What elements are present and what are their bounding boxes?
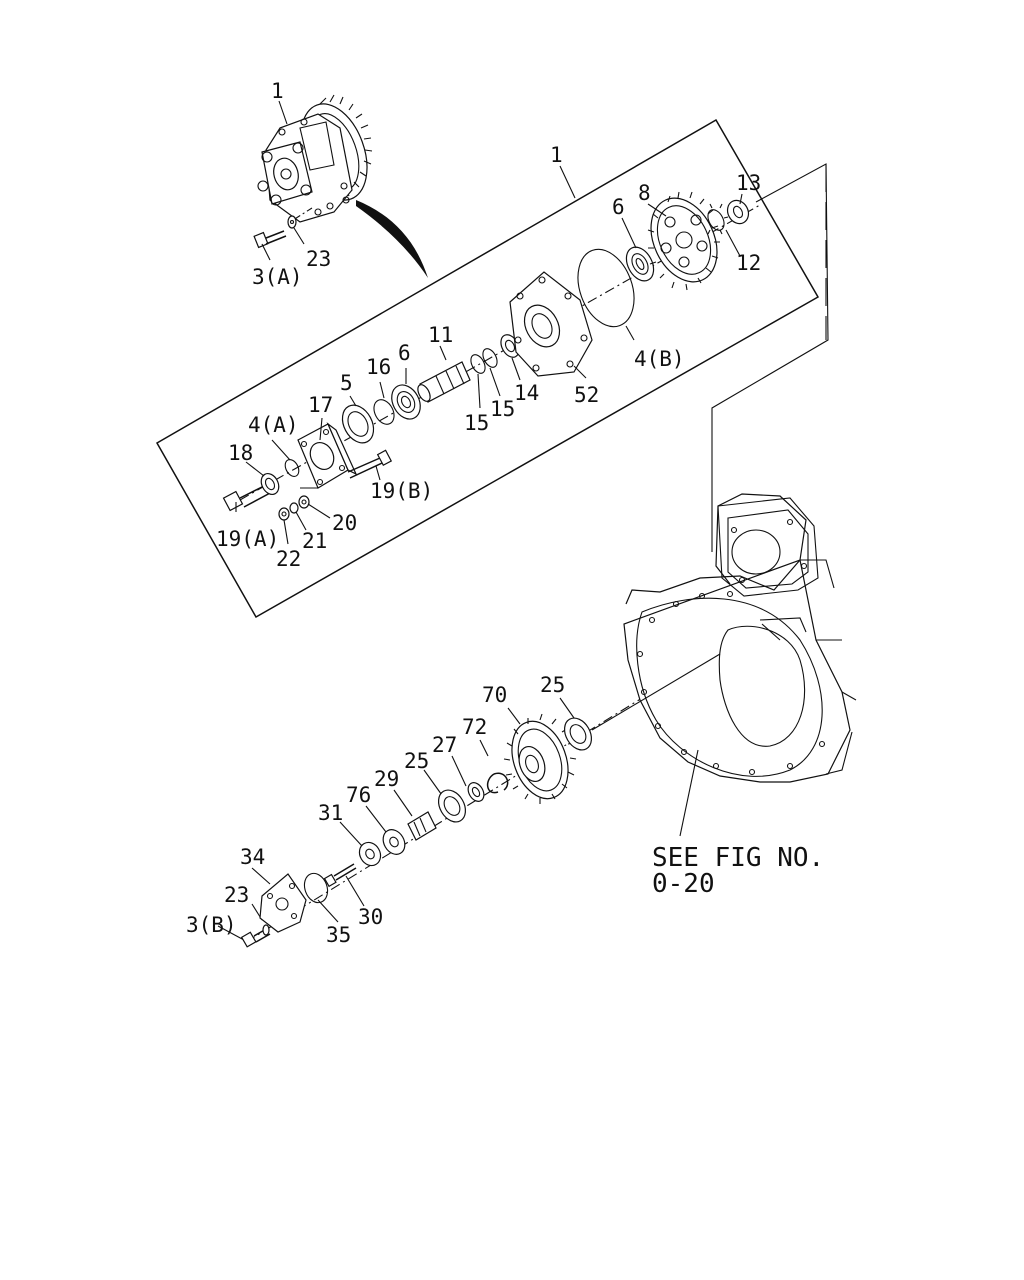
callout-20: 20 — [332, 511, 357, 535]
callout-76: 76 — [346, 783, 371, 807]
callout-14: 14 — [514, 381, 539, 405]
housing-plate-52 — [509, 271, 593, 377]
callout-3a: 3(A) — [252, 265, 303, 289]
bolt-19b — [347, 449, 393, 479]
seal-5 — [341, 404, 375, 444]
snap-ring-72 — [486, 772, 509, 794]
reference-note-line1: SEE FIG NO. — [652, 843, 824, 873]
callout-21: 21 — [302, 529, 327, 553]
spacer-27 — [467, 782, 485, 802]
washer-23-top — [287, 215, 297, 229]
callout-18: 18 — [228, 441, 253, 465]
o-ring-4b — [577, 248, 635, 328]
exploded-group-frame — [155, 118, 820, 619]
leader-lines — [217, 100, 743, 941]
callout-23-bottom: 23 — [224, 883, 249, 907]
callout-17: 17 — [308, 393, 333, 417]
nut-31 — [358, 841, 382, 867]
assembled-pump-unit — [257, 94, 373, 223]
callout-70: 70 — [482, 683, 507, 707]
callout-15b: 15 — [490, 397, 515, 421]
flywheel-housing — [623, 493, 857, 783]
snap-ring-15b — [482, 348, 498, 368]
callout-11: 11 — [428, 323, 453, 347]
callout-6-mid: 6 — [398, 341, 411, 365]
callout-23-top: 23 — [306, 247, 331, 271]
callout-4b: 4(B) — [634, 347, 685, 371]
callout-29: 29 — [374, 767, 399, 791]
washer-21 — [289, 502, 299, 514]
callout-25-mid: 25 — [404, 749, 429, 773]
bolt-3b — [240, 927, 271, 948]
callout-19b: 19(B) — [370, 479, 433, 503]
nut-22 — [278, 507, 290, 521]
callout-16: 16 — [366, 355, 391, 379]
bearing-6-mid — [391, 384, 421, 420]
callout-1-top: 1 — [271, 79, 284, 103]
callout-72: 72 — [462, 715, 487, 739]
callout-31: 31 — [318, 801, 343, 825]
bearing-25-mid — [437, 789, 467, 823]
callout-4a: 4(A) — [248, 413, 299, 437]
washer-76 — [382, 829, 406, 855]
bearing-25-top — [563, 717, 593, 751]
callout-27: 27 — [432, 733, 457, 757]
callout-13: 13 — [736, 171, 761, 195]
gear-8 — [647, 191, 720, 291]
reference-connector-lines — [711, 163, 829, 552]
shaft-29 — [407, 811, 437, 841]
bearing-6-top — [625, 246, 655, 282]
ring-16 — [373, 399, 395, 425]
callout-52: 52 — [574, 383, 599, 407]
o-ring-4a — [284, 459, 300, 477]
bolt-3a-top — [253, 230, 287, 249]
reference-note-line2: 0-20 — [652, 869, 715, 899]
callout-1-group: 1 — [550, 143, 563, 167]
nut-20 — [298, 495, 310, 509]
callout-30: 30 — [358, 905, 383, 929]
callout-3b: 3(B) — [186, 913, 237, 937]
callout-labels: 1 1 3(A) 23 6 8 13 12 4(B) 52 11 6 16 5 … — [186, 79, 761, 947]
cover-34 — [259, 873, 307, 933]
lock-washer-12 — [707, 203, 729, 235]
nut-13 — [726, 199, 750, 225]
callout-35: 35 — [326, 923, 351, 947]
washer-23-bottom — [262, 924, 270, 936]
bearing-18 — [260, 472, 280, 496]
callout-34: 34 — [240, 845, 265, 869]
shaft-11 — [417, 361, 471, 403]
flange-17 — [297, 422, 358, 489]
callout-5: 5 — [340, 371, 353, 395]
assembly-pointer-arrow — [356, 200, 428, 278]
gear-70 — [503, 713, 577, 804]
callout-25-top: 25 — [540, 673, 565, 697]
callout-8: 8 — [638, 181, 651, 205]
callout-6-top: 6 — [612, 195, 625, 219]
o-ring-35 — [303, 872, 329, 904]
callout-12: 12 — [736, 251, 761, 275]
callout-19a: 19(A) — [216, 527, 279, 551]
snap-ring-15a — [470, 354, 486, 374]
callout-22: 22 — [276, 547, 301, 571]
bolt-30 — [323, 863, 357, 888]
callout-15a: 15 — [464, 411, 489, 435]
